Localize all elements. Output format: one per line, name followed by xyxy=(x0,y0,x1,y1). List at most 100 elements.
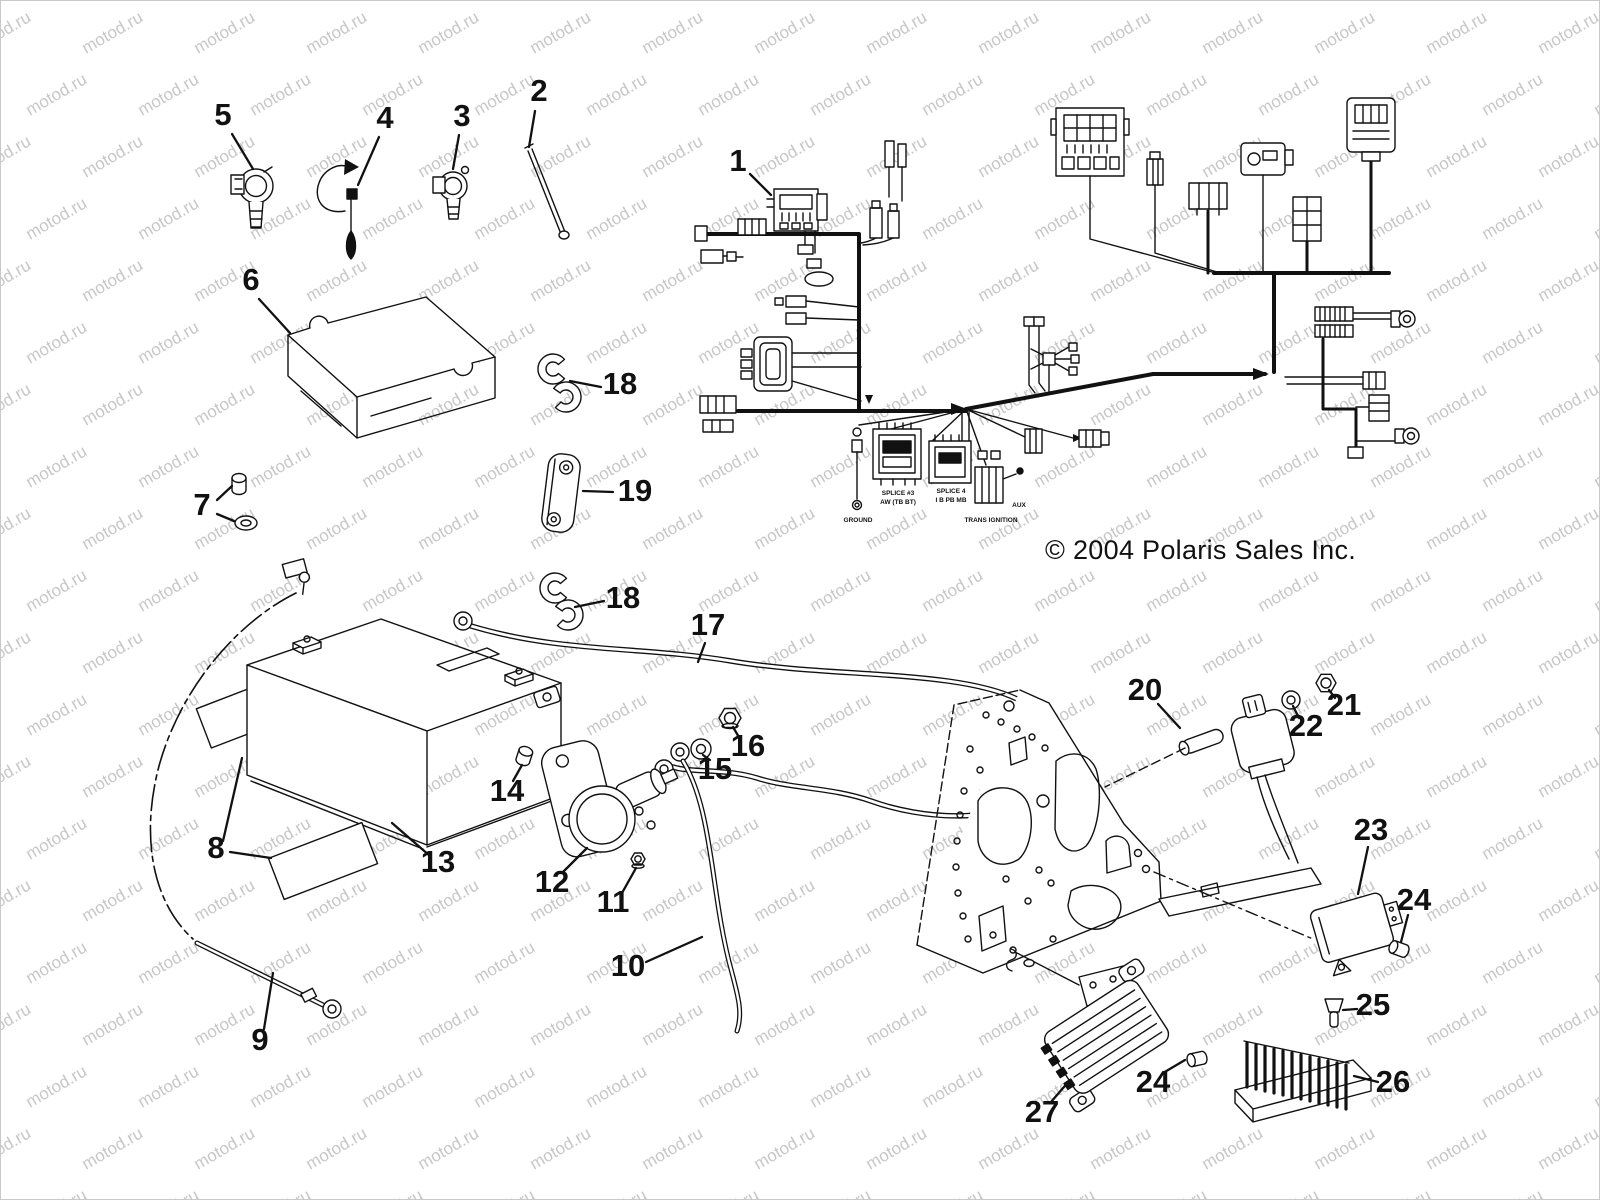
ground-wire xyxy=(851,427,863,511)
callout-label: 10 xyxy=(611,948,645,983)
harness-label: SPLICE #3 xyxy=(882,490,915,497)
module-23 xyxy=(1309,892,1404,977)
harness-label: AW (TB BT) xyxy=(880,499,916,506)
hook-4 xyxy=(316,159,359,260)
solenoid-12 xyxy=(541,740,679,858)
callout-leader-line xyxy=(262,971,275,1031)
callout-leader-line xyxy=(1352,1074,1380,1084)
callout-label: 8 xyxy=(207,830,224,865)
callout-leader-line xyxy=(1327,688,1337,700)
clip-18-top xyxy=(537,353,583,414)
connector-d xyxy=(1292,196,1322,242)
bolt-washer-7 xyxy=(231,472,258,531)
relay-20-22 xyxy=(1230,693,1299,864)
fin-connector xyxy=(1314,306,1354,338)
callout-label: 6 xyxy=(242,262,259,297)
aux-connector xyxy=(1024,428,1043,454)
splice-block-2 xyxy=(928,434,972,484)
cdi-box-26 xyxy=(1234,1040,1372,1123)
callout-leader-line xyxy=(1291,704,1301,720)
chassis-holes xyxy=(952,700,1151,954)
callout-leader-line xyxy=(511,763,524,783)
bolt-24-left xyxy=(1186,1050,1208,1068)
callout-label: 18 xyxy=(603,366,637,401)
callout-label: 5 xyxy=(214,97,231,132)
callout-leader-line xyxy=(230,132,255,171)
bolt-24-right xyxy=(1388,939,1410,958)
callout-leader-line xyxy=(1399,913,1410,944)
callout-label: 14 xyxy=(490,773,525,808)
harness-label: AUX xyxy=(1012,502,1026,509)
callout-leader-line xyxy=(215,512,236,523)
callout-leader-line xyxy=(1356,845,1370,896)
copyright-text: © 2004 Polaris Sales Inc. xyxy=(1045,535,1357,565)
callout-label: 23 xyxy=(1354,812,1388,847)
callout-leader-line xyxy=(1341,1007,1359,1012)
callout-leader-line xyxy=(1161,1058,1187,1075)
callout-label: 26 xyxy=(1376,1064,1410,1099)
splice-block-1 xyxy=(872,422,922,486)
callout-leader-line xyxy=(696,641,707,664)
callout-leader-line xyxy=(748,172,773,197)
callout-label: 1 xyxy=(729,143,746,178)
callout-leader-line xyxy=(215,484,234,502)
key-connector xyxy=(1346,97,1396,162)
callout-leader-line xyxy=(356,135,381,187)
pin-20 xyxy=(1104,728,1224,788)
lower-connector xyxy=(1355,394,1390,422)
bolt-2 xyxy=(524,143,570,240)
callout-leader-line xyxy=(257,297,292,335)
callout-label: 3 xyxy=(453,98,470,133)
callout-leader-line xyxy=(228,850,273,860)
harness-label: I B PB MB xyxy=(935,497,966,504)
clamp-5 xyxy=(230,166,274,229)
callout-label: 18 xyxy=(606,580,640,615)
screw-25 xyxy=(1324,998,1344,1028)
callout-label: 16 xyxy=(731,728,765,763)
battery-bracket xyxy=(533,685,561,709)
connector-small xyxy=(700,249,744,264)
washer-15 xyxy=(690,738,712,760)
battery-strap-8b xyxy=(267,821,379,901)
busbar-19 xyxy=(541,453,581,533)
harness-label: TRANS IGNITION xyxy=(964,517,1017,524)
connector-b2 xyxy=(1188,182,1228,216)
wiring-harness-1 xyxy=(694,97,1420,511)
splice-junction xyxy=(1030,342,1080,394)
callout-leader-line xyxy=(221,756,244,843)
harness-label: SPLICE 4 xyxy=(937,488,966,495)
mid-connector xyxy=(1284,371,1386,390)
instrument-connector xyxy=(1050,107,1213,273)
callout-leader-line xyxy=(451,133,461,171)
callout-label: 25 xyxy=(1356,987,1390,1022)
connector-3pin xyxy=(737,218,767,236)
ground-cable-10 xyxy=(670,742,743,1034)
callout-label: 22 xyxy=(1289,708,1323,743)
callout-label: 19 xyxy=(618,473,652,508)
clip-18-bottom xyxy=(539,572,585,632)
harness-label: GROUND xyxy=(844,517,873,524)
callout-label: 21 xyxy=(1327,687,1361,722)
battery-terminal-pos xyxy=(504,667,534,687)
callout-label: 2 xyxy=(530,73,547,108)
trunk-end-connectors xyxy=(699,395,737,433)
callout-leader-line xyxy=(527,109,537,149)
callout-leader-line xyxy=(701,753,712,762)
pigtail-connector xyxy=(1146,151,1218,273)
callout-leader-line xyxy=(581,489,615,494)
callout-leader-line xyxy=(1049,1078,1072,1104)
battery-cover-6 xyxy=(287,296,496,439)
wire-coil xyxy=(740,336,862,402)
bent-pins xyxy=(1023,316,1046,394)
callout-leader-line xyxy=(644,935,704,964)
callout-label: 15 xyxy=(698,751,732,786)
callout-label: 12 xyxy=(535,864,569,899)
nut-21 xyxy=(1315,673,1337,693)
callout-label: 27 xyxy=(1025,1094,1059,1129)
callout-label: 4 xyxy=(376,100,394,135)
connector-block-1 xyxy=(766,188,828,232)
clamp-3 xyxy=(432,165,470,220)
cable-9-clamp xyxy=(281,558,311,595)
